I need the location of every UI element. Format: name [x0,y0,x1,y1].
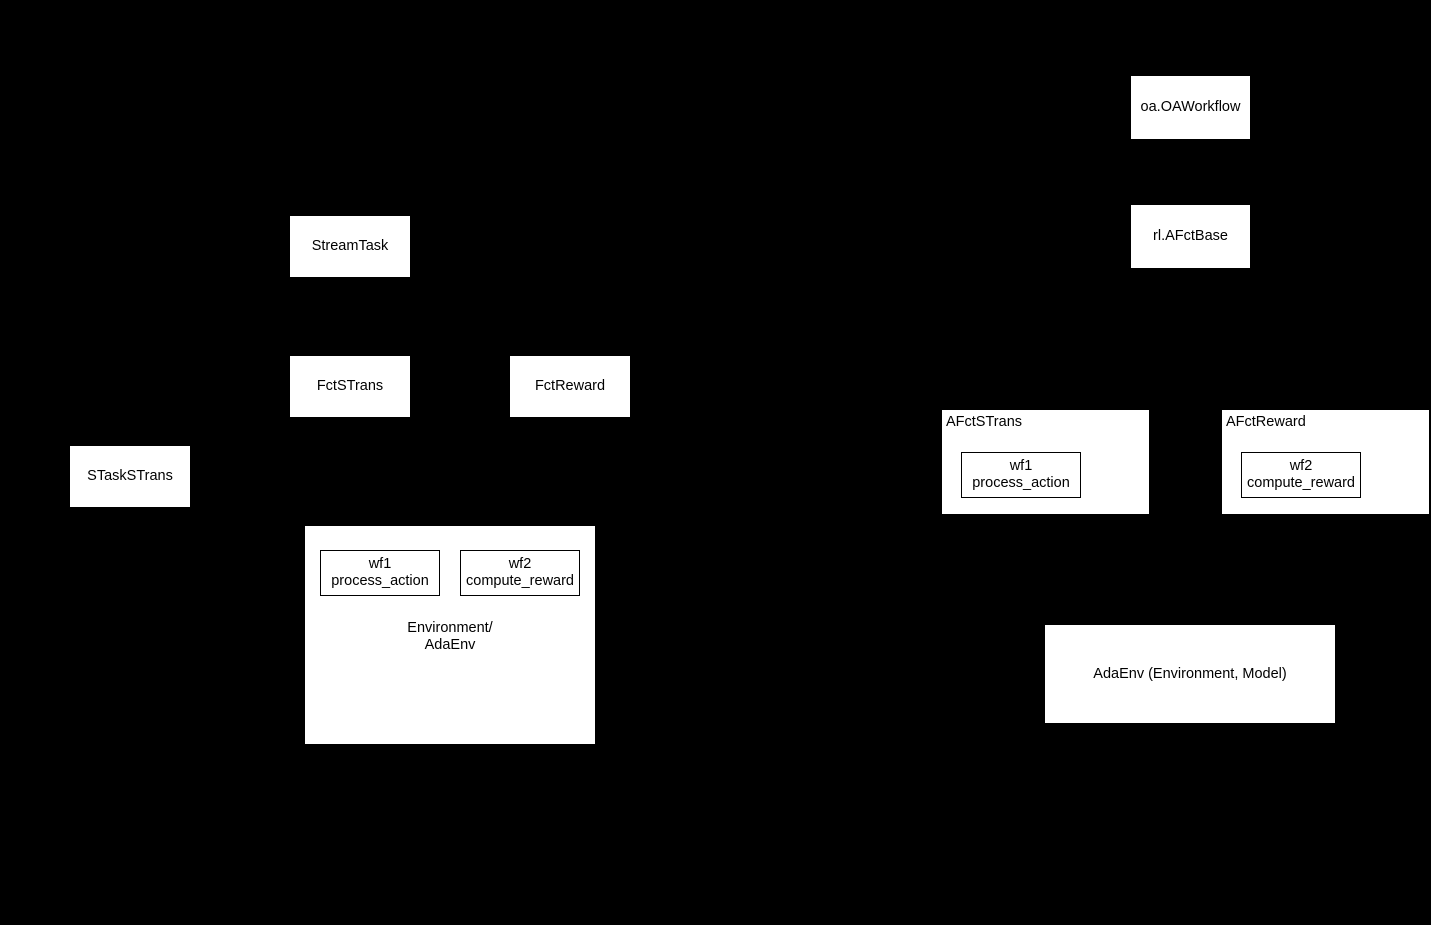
node-fctreward-label: FctReward [534,378,606,394]
node-streamtask-label: StreamTask [311,238,389,254]
node-afctstrans-wf1-label: wf1 process_action [972,458,1070,491]
node-fctstrans[interactable]: FctSTrans [290,356,410,417]
node-environment-adaenv-label: Environment/ AdaEnv [407,620,493,653]
node-rl-afctbase[interactable]: rl.AFctBase [1131,205,1250,268]
node-stasksstrans-label: STaskSTrans [87,468,173,484]
node-oa-oaworkflow[interactable]: oa.OAWorkflow [1131,76,1250,139]
node-afctreward[interactable]: AFctReward wf2 compute_reward [1221,409,1430,515]
node-environment-wf2-label: wf2 compute_reward [466,556,574,589]
node-rl-afctbase-label: rl.AFctBase [1153,228,1228,244]
node-afctreward-label: AFctReward [1226,414,1306,430]
node-streamtask[interactable]: StreamTask [290,216,410,277]
node-adaenv-environment-model-label: AdaEnv (Environment, Model) [1093,665,1287,682]
node-environment-wf1-process-action[interactable]: wf1 process_action [320,550,440,596]
node-afctstrans[interactable]: AFctSTrans wf1 process_action [941,409,1150,515]
node-environment-adaenv[interactable]: wf1 process_action wf2 compute_reward En… [305,526,595,744]
node-oa-oaworkflow-label: oa.OAWorkflow [1140,99,1241,115]
node-adaenv-environment-model[interactable]: AdaEnv (Environment, Model) [1045,625,1335,723]
node-afctstrans-wf1-process-action[interactable]: wf1 process_action [961,452,1081,498]
node-afctreward-wf2-label: wf2 compute_reward [1247,458,1355,491]
node-afctstrans-label: AFctSTrans [946,414,1023,430]
node-stasksstrans[interactable]: STaskSTrans [70,446,190,507]
node-environment-wf1-label: wf1 process_action [331,556,429,589]
node-fctreward[interactable]: FctReward [510,356,630,417]
node-fctstrans-label: FctSTrans [316,378,384,394]
node-afctreward-wf2-compute-reward[interactable]: wf2 compute_reward [1241,452,1361,498]
node-environment-wf2-compute-reward[interactable]: wf2 compute_reward [460,550,580,596]
